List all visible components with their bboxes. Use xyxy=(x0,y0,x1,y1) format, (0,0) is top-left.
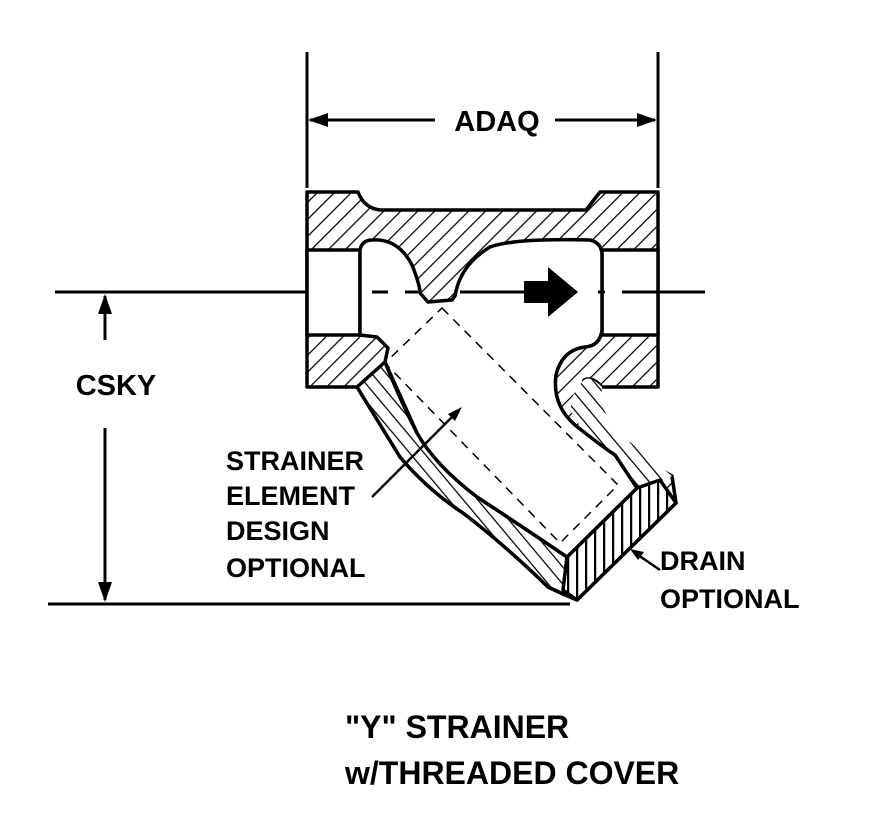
drain-leader xyxy=(630,549,661,572)
inlet-port xyxy=(305,248,362,337)
arrow-up-icon xyxy=(98,294,112,314)
svg-text:"Y" STRAINER: "Y" STRAINER xyxy=(345,709,569,745)
svg-text:DRAIN: DRAIN xyxy=(660,546,746,576)
leader-arrow-icon xyxy=(448,407,462,421)
diagram-title: "Y" STRAINER w/THREADED COVER xyxy=(344,709,679,791)
strainer-body xyxy=(305,190,678,602)
svg-text:OPTIONAL: OPTIONAL xyxy=(226,553,366,583)
strainer-element xyxy=(383,306,620,545)
svg-text:DESIGN: DESIGN xyxy=(226,516,330,546)
flow-direction-arrow-icon xyxy=(524,267,578,317)
width-label: ADAQ xyxy=(454,106,539,138)
arrow-left-icon xyxy=(308,113,328,127)
height-dimension: CSKY xyxy=(76,294,157,602)
drain-callout: DRAIN OPTIONAL xyxy=(660,546,800,614)
svg-text:OPTIONAL: OPTIONAL xyxy=(660,584,800,614)
arrow-right-icon xyxy=(637,113,657,127)
svg-text:STRAINER: STRAINER xyxy=(226,446,364,476)
height-label: CSKY xyxy=(76,370,157,402)
leader-arrow-icon xyxy=(630,549,644,560)
strainer-element-callout: STRAINER ELEMENT DESIGN OPTIONAL xyxy=(226,446,366,583)
width-dimension: ADAQ xyxy=(305,52,660,188)
strainer-leader xyxy=(371,407,462,498)
arrow-down-icon xyxy=(98,582,112,602)
svg-text:ELEMENT: ELEMENT xyxy=(226,481,356,511)
svg-text:w/THREADED COVER: w/THREADED COVER xyxy=(344,755,679,791)
